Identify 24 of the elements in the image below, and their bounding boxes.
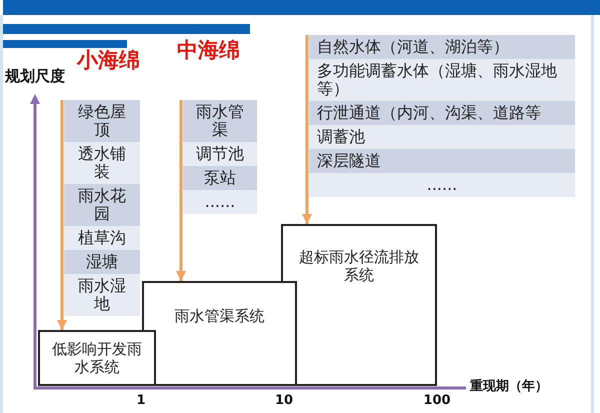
list-item: 雨水管渠 (183, 100, 257, 142)
list-item: 自然水体（河道、湖泊等） (309, 35, 575, 59)
axis-title: 重现期（年） (470, 379, 548, 395)
group-heading: 中海绵 (177, 38, 240, 62)
arrow (57, 100, 67, 330)
tick-label: 1 (136, 393, 146, 409)
arrow (302, 35, 312, 224)
list-item: 绿色屋顶 (64, 100, 140, 142)
system-box (281, 224, 437, 386)
list-item: 泵站 (183, 166, 257, 190)
system-box (142, 281, 297, 386)
axis-title: 规划尺度 (5, 67, 65, 85)
system-box (38, 330, 156, 386)
tick-label: 100 (423, 393, 451, 409)
box-label: 超标雨水径流排放系统 (298, 248, 420, 284)
box-label: 雨水管渠系统 (174, 307, 264, 325)
arrow (176, 100, 186, 281)
list-item: 行泄通道（内河、沟渠、道路等 (309, 101, 575, 125)
tick-label: 10 (274, 393, 294, 409)
group-heading: 小海绵 (77, 48, 140, 72)
list-item: 深层隧道 (309, 149, 575, 173)
list-item: 雨水花园 (64, 184, 140, 226)
list-item: 湿塘 (64, 250, 140, 274)
box-label: 低影响开发雨水系统 (51, 340, 143, 376)
